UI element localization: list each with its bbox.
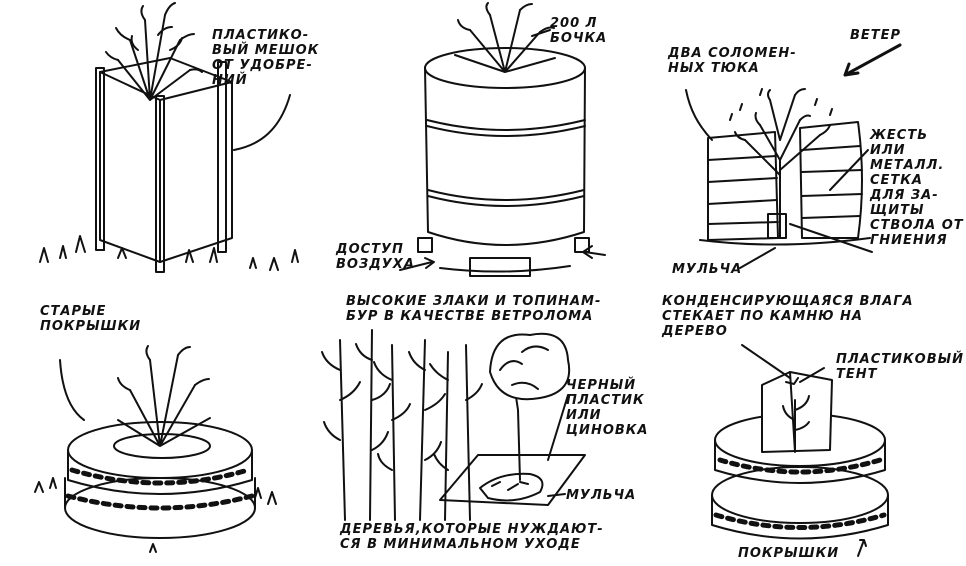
tall-grasses bbox=[321, 329, 483, 521]
mulch-ground bbox=[699, 237, 871, 246]
air-access-label: ДОСТУП ВОЗДУХА bbox=[336, 242, 415, 272]
plastic-tent-label: ПЛАСТИКОВЫЙ ТЕНТ bbox=[836, 352, 964, 382]
barrel bbox=[417, 47, 590, 277]
mulch-pointer-straw bbox=[739, 247, 776, 269]
tires-pointer bbox=[59, 359, 85, 421]
old-tires-label: СТАРЫЕ ПОКРЫШКИ bbox=[40, 304, 142, 334]
air-arrow-right bbox=[582, 245, 606, 259]
mulch-label-windbreak: МУЛЬЧА bbox=[566, 488, 637, 503]
windbreak-caption: ДЕРЕВЬЯ,КОТОРЫЕ НУЖДАЮТ- СЯ В МИНИМАЛЬНО… bbox=[340, 522, 604, 552]
grass-tufts-4 bbox=[34, 477, 277, 553]
plant-in-bag bbox=[105, 2, 203, 101]
tree-with-crown bbox=[489, 332, 571, 481]
plastic-tent bbox=[761, 371, 833, 453]
tire-stack bbox=[64, 421, 256, 539]
plastic-bag-label: ПЛАСТИКО- ВЫЙ МЕШОК ОТ УДОБРЕ- НИЙ bbox=[212, 28, 320, 88]
tent-pointer bbox=[799, 367, 825, 383]
condensation-title: КОНДЕНСИРУЮЩАЯСЯ ВЛАГА СТЕКАЕТ ПО КАМНЮ … bbox=[662, 294, 914, 339]
mulch-pointer-windbreak bbox=[547, 493, 566, 497]
plastic-bag-enclosure bbox=[95, 57, 233, 273]
tire-stack-small bbox=[711, 413, 889, 540]
wind-label: ВЕТЕР bbox=[850, 28, 902, 43]
barrel-label-pointer bbox=[531, 29, 551, 37]
mulch-label-straw: МУЛЬЧА bbox=[672, 262, 743, 277]
ground-line-barrel bbox=[439, 265, 571, 273]
plant-in-tires bbox=[117, 345, 211, 447]
black-plastic-label: ЧЕРНЫЙ ПЛАСТИК ИЛИ ЦИНОВКА bbox=[566, 378, 649, 438]
condensation-pointer bbox=[741, 344, 791, 379]
air-arrow-left bbox=[399, 257, 435, 271]
young-tree-between-bales bbox=[729, 88, 833, 239]
straw-bales-label: ДВА СОЛОМЕН- НЫХ ТЮКА bbox=[668, 46, 797, 76]
gnil-pointer bbox=[789, 223, 873, 253]
straw-bales bbox=[707, 121, 863, 241]
grass-tufts-1 bbox=[39, 235, 299, 271]
wind-arrow bbox=[843, 43, 902, 77]
metal-pointer bbox=[829, 149, 869, 191]
bales-pointer bbox=[685, 89, 713, 141]
metal-mesh-label: ЖЕСТЬ ИЛИ МЕТАЛЛ. СЕТКА ДЛЯ ЗА- ЩИТЫ СТВ… bbox=[870, 128, 964, 248]
black-plastic-mat bbox=[439, 454, 586, 506]
tires-label-small: ПОКРЫШКИ bbox=[738, 546, 840, 561]
plant-in-barrel bbox=[454, 2, 556, 73]
windbreak-title: ВЫСОКИЕ ЗЛАКИ И ТОПИНАМ- БУР В КАЧЕСТВЕ … bbox=[346, 294, 602, 324]
barrel-label: 200 Л БОЧКА bbox=[550, 16, 608, 46]
bag-pointer bbox=[233, 94, 291, 151]
plastic-pointer bbox=[547, 394, 569, 461]
tires-pointer-small bbox=[857, 539, 867, 557]
